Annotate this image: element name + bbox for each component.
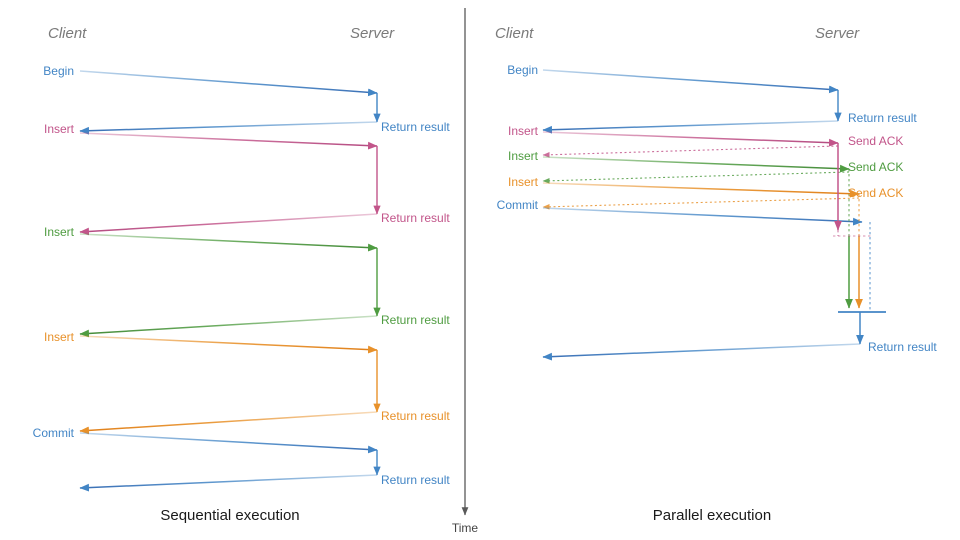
- message-arrow-sequential-6: [79, 335, 378, 354]
- message-arrow-parallel-1: [542, 120, 839, 134]
- caption-sequential-execution: Sequential execution: [160, 507, 299, 524]
- message-label-parallel-0: Begin: [507, 63, 538, 77]
- message-arrow-parallel-7: [542, 197, 860, 210]
- lane-header-client-sequential: Client: [48, 25, 87, 42]
- lane-header-server-sequential: Server: [350, 25, 395, 42]
- message-label-parallel-9: Return result: [868, 340, 937, 354]
- message-label-sequential-0: Begin: [43, 64, 74, 78]
- message-label-parallel-1: Return result: [848, 111, 917, 125]
- message-label-parallel-5: Send ACK: [848, 160, 903, 174]
- message-arrow-parallel-0: [542, 69, 839, 94]
- message-arrow-parallel-3: [542, 145, 839, 158]
- message-label-sequential-2: Insert: [44, 122, 75, 136]
- message-label-parallel-8: Commit: [497, 198, 539, 212]
- message-arrow-parallel-2: [542, 131, 839, 147]
- message-arrow-parallel-8: [542, 207, 863, 226]
- message-label-parallel-6: Insert: [508, 175, 539, 189]
- message-arrow-parallel-4: [542, 156, 850, 173]
- message-label-parallel-2: Insert: [508, 124, 539, 138]
- message-label-sequential-1: Return result: [381, 120, 450, 134]
- message-arrow-sequential-7: [79, 411, 378, 435]
- lane-header-client-parallel: Client: [495, 25, 534, 42]
- message-label-sequential-9: Return result: [381, 473, 450, 487]
- lane-header-server-parallel: Server: [815, 25, 860, 42]
- message-label-sequential-4: Insert: [44, 225, 75, 239]
- message-arrow-sequential-2: [79, 132, 378, 150]
- message-arrow-layer: [79, 69, 886, 492]
- message-label-sequential-5: Return result: [381, 313, 450, 327]
- message-label-sequential-3: Return result: [381, 211, 450, 225]
- message-label-sequential-6: Insert: [44, 330, 75, 344]
- message-label-sequential-7: Return result: [381, 409, 450, 423]
- message-label-parallel-7: Send ACK: [848, 186, 903, 200]
- message-arrow-sequential-5: [79, 315, 378, 338]
- message-arrow-sequential-9: [79, 474, 378, 492]
- message-arrow-sequential-4: [79, 233, 378, 252]
- message-arrow-parallel-5: [542, 171, 850, 184]
- message-arrow-parallel-6: [542, 182, 860, 198]
- message-arrow-sequential-3: [79, 213, 378, 236]
- caption-parallel-execution: Parallel execution: [653, 507, 771, 524]
- message-arrow-sequential-1: [79, 121, 378, 135]
- message-label-sequential-8: Commit: [33, 426, 75, 440]
- message-arrow-parallel-9: [542, 343, 861, 361]
- message-arrow-sequential-8: [79, 432, 378, 454]
- time-axis-label: Time: [452, 521, 479, 535]
- message-label-parallel-3: Send ACK: [848, 134, 903, 148]
- message-label-parallel-4: Insert: [508, 149, 539, 163]
- message-arrow-sequential-0: [79, 70, 378, 97]
